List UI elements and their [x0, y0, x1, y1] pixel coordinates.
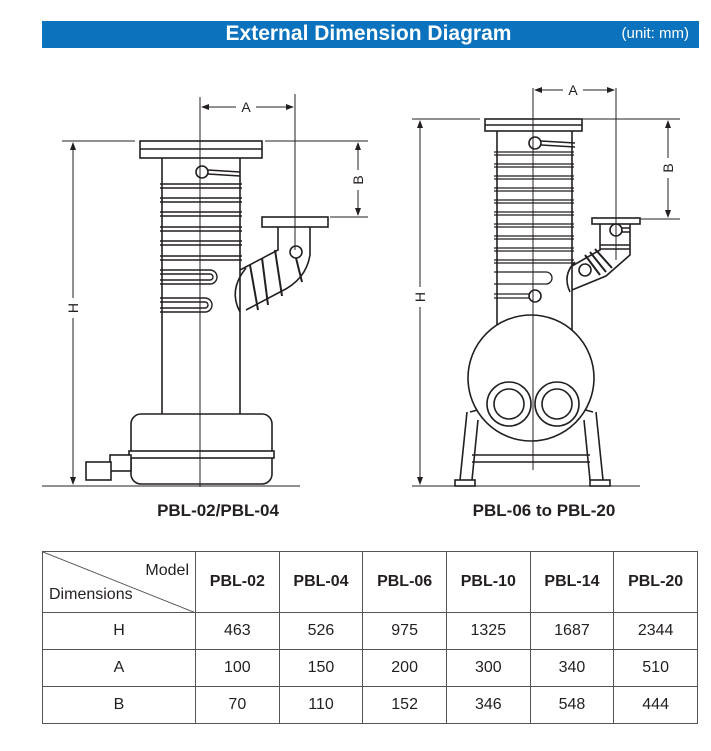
diagonal-divider	[43, 552, 196, 613]
table-row: B 70 110 152 346 548 444	[42, 686, 698, 724]
table-row: A 100 150 200 300 340 510	[42, 649, 698, 687]
model-header: PBL-04	[278, 551, 364, 613]
table-cell: 150	[278, 649, 364, 687]
unit-label: (unit: mm)	[621, 25, 690, 42]
table-cell: 346	[445, 686, 531, 724]
table-cell: 1687	[529, 612, 615, 650]
dim-label-a: A	[241, 99, 251, 115]
cooling-coils	[160, 165, 242, 313]
caption-pbl-02-04: PBL-02/PBL-04	[157, 501, 279, 520]
table-cell: 548	[529, 686, 615, 724]
dim-label-h: H	[65, 303, 81, 313]
table-cell: 1325	[445, 612, 531, 650]
dimension-table: Model Dimensions PBL-02 PBL-04 PBL-06 PB…	[42, 551, 698, 724]
corner-model-label: Model	[145, 562, 189, 579]
model-header: PBL-02	[195, 551, 280, 613]
table-cell: 2344	[613, 612, 698, 650]
model-header: PBL-14	[529, 551, 615, 613]
pump-drawing-pbl-02-04	[42, 94, 368, 487]
title-banner: External Dimension Diagram (unit: mm)	[42, 21, 699, 48]
dim-label-b: B	[660, 163, 676, 172]
table-cell: 526	[278, 612, 364, 650]
table-cell: 152	[362, 686, 447, 724]
dim-label-h: H	[412, 292, 428, 302]
caption-pbl-06-20: PBL-06 to PBL-20	[472, 501, 616, 520]
table-cell: 110	[278, 686, 364, 724]
dim-label-a: A	[568, 82, 578, 98]
pump-drawing-pbl-06-20	[412, 87, 680, 487]
row-label: H	[42, 612, 196, 650]
row-label: B	[42, 686, 196, 724]
table-header-row: Model Dimensions PBL-02 PBL-04 PBL-06 PB…	[42, 551, 698, 613]
dim-label-b: B	[350, 175, 366, 184]
corner-dimensions-label: Dimensions	[49, 586, 133, 603]
model-header: PBL-20	[613, 551, 698, 613]
page-title: External Dimension Diagram	[42, 22, 699, 46]
title-text: External Dimension Diagram	[225, 22, 512, 45]
table-cell: 300	[445, 649, 531, 687]
table-cell: 100	[195, 649, 280, 687]
table-cell: 463	[195, 612, 280, 650]
table-cell: 70	[195, 686, 280, 724]
corner-header: Model Dimensions	[42, 551, 196, 613]
table-cell: 200	[362, 649, 447, 687]
cooling-coils	[494, 136, 576, 303]
table-cell: 975	[362, 612, 447, 650]
table-row: H 463 526 975 1325 1687 2344	[42, 612, 698, 650]
table-cell: 340	[529, 649, 615, 687]
table-cell: 444	[613, 686, 698, 724]
dimension-drawings: A H B	[42, 82, 680, 487]
row-label: A	[42, 649, 196, 687]
table-cell: 510	[613, 649, 698, 687]
model-header: PBL-06	[362, 551, 447, 613]
model-header: PBL-10	[445, 551, 531, 613]
